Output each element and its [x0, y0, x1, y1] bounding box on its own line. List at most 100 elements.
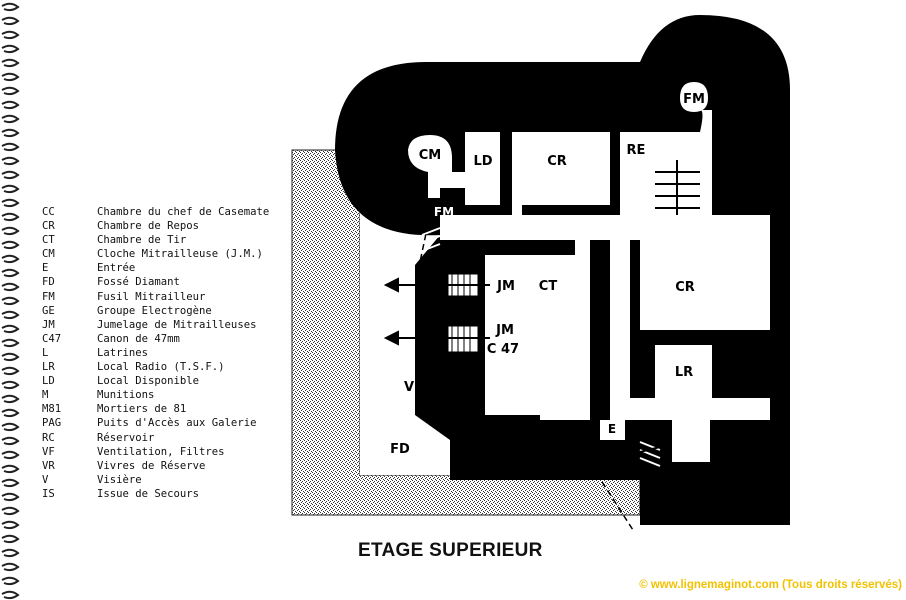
legend-description: Mortiers de 81 — [97, 403, 187, 416]
legend-code: C47 — [42, 332, 62, 345]
label-lr: LR — [675, 365, 693, 380]
legend-code: LD — [42, 375, 55, 388]
spiral-loop — [1, 170, 20, 180]
legend-code: M — [42, 389, 49, 402]
legend-code: CC — [42, 206, 55, 218]
spiral-loop — [1, 2, 20, 12]
legend-description: Groupe Electrogène — [97, 304, 212, 317]
spiral-loop — [1, 296, 20, 306]
room-cr-right — [640, 240, 770, 330]
label-fm-right: FM — [681, 436, 701, 450]
fire-arrow-jm-1 — [383, 277, 490, 293]
fire-arrow-jm-2 — [383, 330, 490, 346]
spiral-loop — [1, 44, 20, 54]
label-ld: LD — [473, 154, 492, 169]
legend-code: IS — [42, 487, 55, 500]
legend-code: PAG — [42, 417, 62, 430]
legend-description: Local Radio (T.S.F.) — [97, 361, 225, 374]
label-fd: FD — [390, 442, 410, 457]
spiral-loop — [1, 142, 20, 152]
room-lr — [655, 345, 712, 398]
visiere-dashed-lines — [419, 204, 634, 531]
legend-description: Chambre de Repos — [97, 220, 200, 233]
label-cr-top: CR — [547, 154, 567, 169]
legend-description: Fossé Diamant — [97, 276, 180, 289]
room-ld — [465, 132, 500, 205]
legend-row: LR Local Radio (T.S.F.) — [42, 360, 269, 374]
spiral-loop — [1, 506, 20, 516]
legend-code: FD — [42, 276, 55, 289]
label-v-bottom: V — [566, 455, 576, 470]
label-re: RE — [627, 143, 646, 158]
plan-title: ETAGE SUPERIEUR — [358, 540, 543, 561]
legend-code: FM — [42, 290, 55, 303]
legend-row: VF Ventilation, Filtres — [42, 445, 269, 459]
copyright-notice: © www.lignemaginot.com (Tous droits rése… — [639, 579, 902, 591]
legend-row: CC Chambre du chef de Casemate — [42, 205, 269, 219]
legend-description: Chambre du chef de Casemate — [97, 206, 270, 218]
legend-code: CT — [42, 234, 55, 247]
fire-arrow-fm-right — [617, 444, 669, 463]
legend-description: Local Disponible — [97, 375, 200, 388]
spiral-loop — [1, 408, 20, 418]
room-fm-right — [672, 420, 710, 462]
spiral-loop — [1, 562, 20, 572]
spiral-loop — [1, 212, 20, 222]
legend-row: FD Fossé Diamant — [42, 275, 269, 289]
legend-code: LR — [42, 361, 55, 374]
legend-code: JM — [42, 318, 55, 331]
label-jm-1: JM — [496, 279, 515, 294]
label-cm: CM — [419, 148, 441, 163]
spiral-loop — [1, 156, 20, 166]
legend-description: Munitions — [97, 389, 155, 402]
spiral-loop — [1, 184, 20, 194]
label-e: E — [608, 422, 616, 436]
corridor-lower — [630, 398, 770, 420]
legend-description: Canon de 47mm — [97, 332, 180, 345]
spiral-loop — [1, 548, 20, 558]
legend-row: M81 Mortiers de 81 — [42, 402, 269, 416]
legend-description: Ventilation, Filtres — [97, 445, 225, 458]
spiral-loop — [1, 114, 20, 124]
legend-description: Chambre de Tir — [97, 234, 187, 247]
spiral-loop — [1, 338, 20, 348]
spiral-loop — [1, 268, 20, 278]
spiral-loop — [1, 58, 20, 68]
spiral-loop — [1, 492, 20, 502]
legend-description: Visière — [97, 473, 142, 486]
corridor-main — [440, 215, 770, 240]
entry-e — [600, 420, 625, 440]
spiral-loop — [1, 520, 20, 530]
room-cr-top — [512, 132, 610, 215]
label-v-left: V — [404, 380, 414, 395]
spiral-loop — [1, 310, 20, 320]
legend-code: CM — [42, 248, 55, 261]
label-cr-right: CR — [675, 280, 695, 295]
fm-crenel-left — [421, 227, 441, 252]
label-fm-top: FM — [683, 92, 705, 107]
spiral-loop — [1, 72, 20, 82]
legend-code: M81 — [42, 403, 62, 416]
room-re — [620, 110, 712, 228]
legend-code: VF — [42, 445, 55, 458]
legend-code: CR — [42, 220, 55, 233]
spiral-loop — [1, 16, 20, 26]
legend-description: Entrée — [97, 262, 136, 275]
spiral-loop — [1, 30, 20, 40]
spiral-loop — [1, 100, 20, 110]
spiral-loop — [1, 534, 20, 544]
spiral-loop — [1, 352, 20, 362]
legend-description: Réservoir — [97, 431, 155, 444]
corridor-right — [600, 240, 630, 428]
